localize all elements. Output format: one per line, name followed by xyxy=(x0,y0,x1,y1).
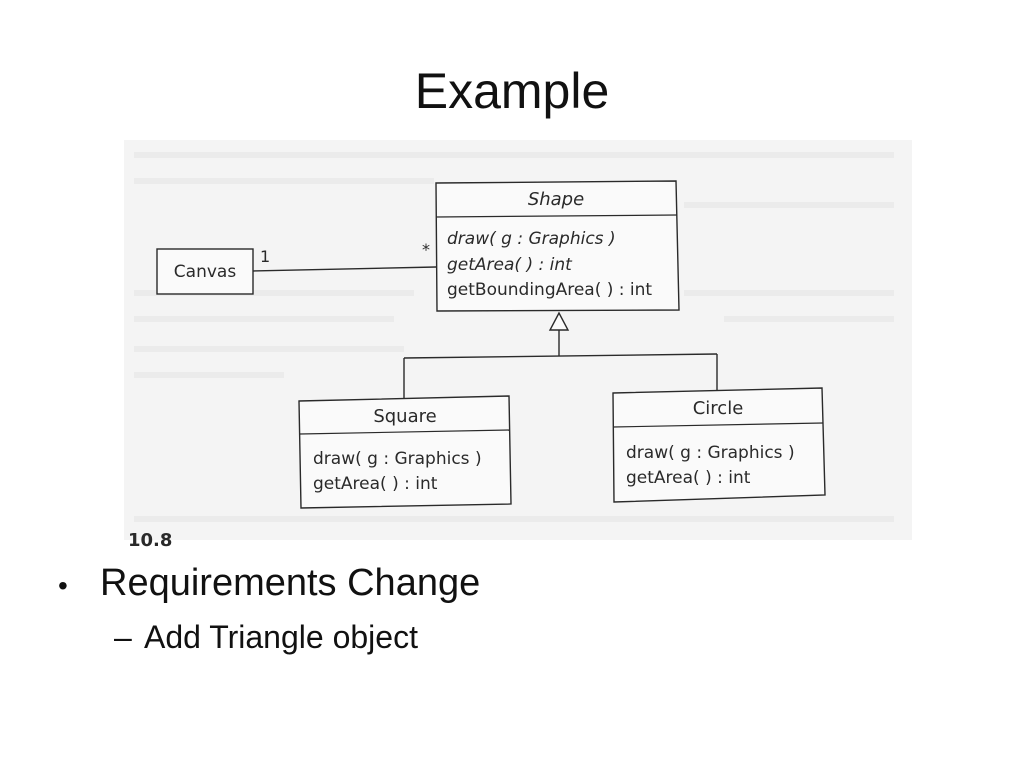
multiplicity-canvas: 1 xyxy=(260,247,270,266)
uml-class-diagram: Shape draw( g : Graphics ) getArea( ) : … xyxy=(124,140,912,551)
class-shape-method-getarea: getArea( ) : int xyxy=(447,255,573,275)
class-shape-name: Shape xyxy=(528,189,584,210)
slide-title: Example xyxy=(414,63,610,119)
bullet-item: • Requirements Change xyxy=(58,562,480,605)
figure-label: 10.8 xyxy=(128,530,172,551)
class-circle-method-draw: draw( g : Graphics ) xyxy=(626,443,795,463)
sub-bullet-text: Add Triangle object xyxy=(144,619,418,655)
association-canvas-shape: 1 * xyxy=(252,240,437,272)
class-circle: Circle draw( g : Graphics ) getArea( ) :… xyxy=(612,387,826,503)
class-circle-name: Circle xyxy=(693,398,744,419)
class-square-method-draw: draw( g : Graphics ) xyxy=(313,449,482,469)
generalization-arrows xyxy=(403,311,718,398)
class-circle-method-getarea: getArea( ) : int xyxy=(626,468,751,488)
bullet-marker: • xyxy=(58,570,68,601)
bullet-list: • Requirements Change – Add Triangle obj… xyxy=(58,562,480,656)
class-square-name: Square xyxy=(373,406,436,427)
class-square: Square draw( g : Graphics ) getArea( ) :… xyxy=(298,395,512,509)
class-square-method-getarea: getArea( ) : int xyxy=(313,474,438,494)
sub-bullet-marker: – xyxy=(114,619,132,655)
class-shape-method-draw: draw( g : Graphics ) xyxy=(447,229,616,249)
class-canvas-name: Canvas xyxy=(174,262,237,282)
class-shape-method-getboundingarea: getBoundingArea( ) : int xyxy=(447,280,652,300)
class-canvas: Canvas xyxy=(156,248,254,295)
multiplicity-shape: * xyxy=(422,240,430,259)
bullet-text: Requirements Change xyxy=(100,562,481,604)
sub-bullet-item: – Add Triangle object xyxy=(114,619,480,656)
class-shape: Shape draw( g : Graphics ) getArea( ) : … xyxy=(435,180,680,312)
